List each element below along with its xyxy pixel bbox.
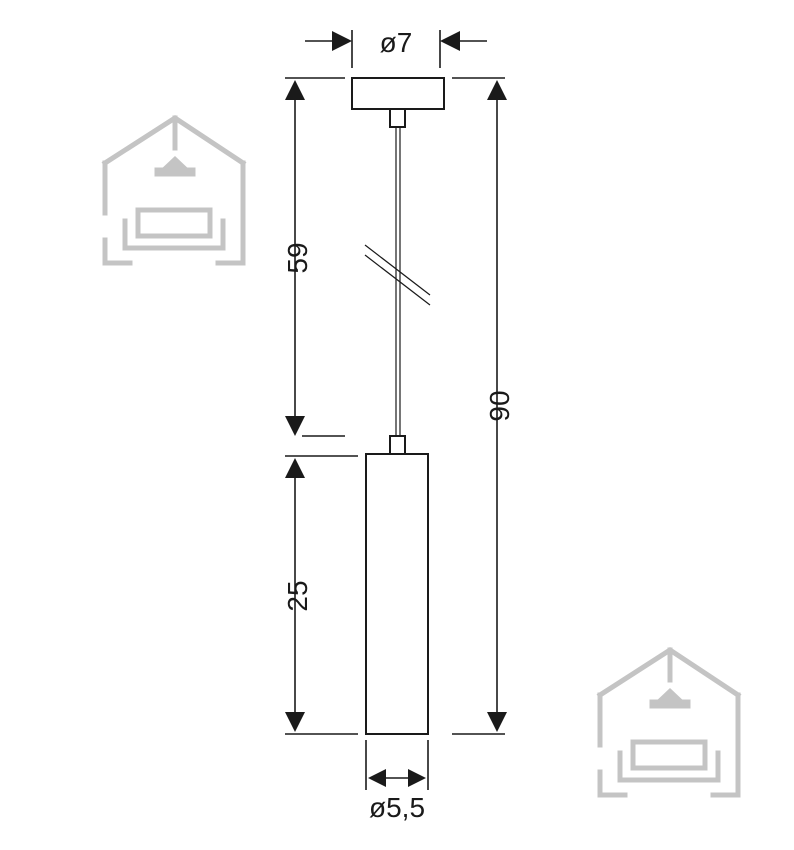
shade-connector — [389, 435, 406, 455]
dimension-canopy-diameter: ø7 — [305, 27, 487, 68]
canopy-diameter-label: ø7 — [380, 27, 413, 58]
cable-break-mark-2 — [364, 244, 431, 296]
shade-diameter-label: ø5,5 — [369, 792, 425, 823]
ceiling-canopy — [351, 77, 445, 110]
canopy-connector — [389, 108, 406, 128]
pendant-lamp-drawing — [351, 77, 445, 735]
shade-height-label: 25 — [282, 580, 313, 611]
dimension-shade-height: 25 — [282, 455, 358, 735]
house-watermark-icon-bottom-right — [596, 647, 742, 798]
cable-length-label: 59 — [282, 242, 313, 273]
dimension-shade-diameter: ø5,5 — [365, 740, 429, 823]
house-watermark-icon-top-left — [101, 115, 247, 266]
total-height-label: 90 — [484, 390, 515, 421]
cylindrical-shade — [365, 453, 429, 735]
dimension-cable-length: 59 — [282, 77, 345, 437]
dimension-total-height: 90 — [452, 77, 515, 735]
cable-break-mark-1 — [364, 254, 431, 306]
